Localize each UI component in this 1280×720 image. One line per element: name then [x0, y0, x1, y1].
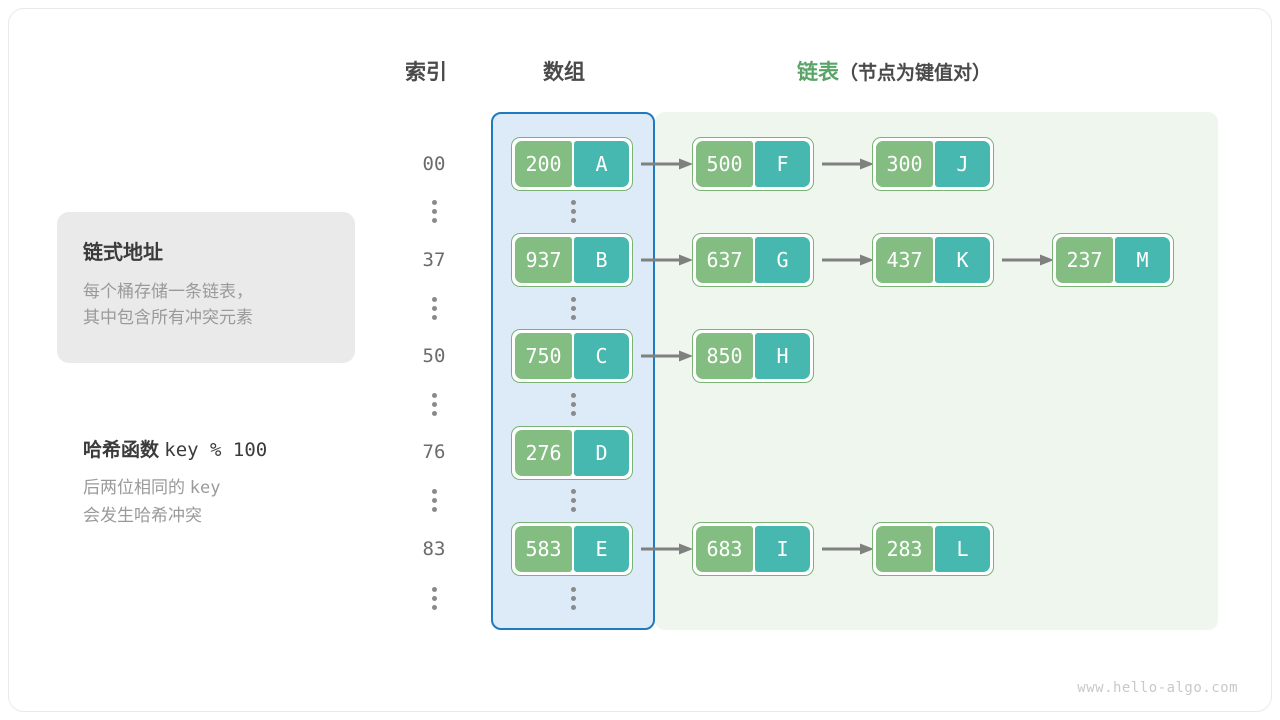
node-bucket-83-0[interactable]: 583 E: [511, 522, 633, 576]
hash-note-title: 哈希函数 key % 100: [83, 435, 383, 462]
node-bucket-76-0[interactable]: 276 D: [511, 426, 633, 480]
index-ellipsis-2: [431, 297, 437, 320]
hash-note-line1-mono: key: [189, 478, 221, 498]
node-value: H: [755, 333, 810, 379]
hash-note-body-line2: 会发生哈希冲突: [83, 506, 202, 526]
node-value: M: [1115, 237, 1170, 283]
index-ellipsis-5: [431, 587, 437, 610]
node-key: 500: [696, 141, 753, 187]
hash-note-expression: key % 100: [164, 439, 268, 461]
node-key: 276: [515, 430, 572, 476]
node-value: D: [574, 430, 629, 476]
header-linked-list: 链表（节点为键值对）: [797, 56, 991, 86]
node-bucket-37-2[interactable]: 437 K: [872, 233, 994, 287]
note-card-body-line1: 每个桶存储一条链表，: [83, 282, 253, 301]
arrow-bucket-00-1: [822, 157, 874, 171]
node-bucket-00-1[interactable]: 500 F: [692, 137, 814, 191]
array-ellipsis-5: [570, 587, 576, 610]
index-label-76: 76: [422, 441, 446, 463]
note-card-title: 链式地址: [83, 242, 163, 264]
hash-note-body: 后两位相同的 key 会发生哈希冲突: [83, 474, 383, 529]
arrow-bucket-83-1: [822, 542, 874, 556]
node-key: 637: [696, 237, 753, 283]
node-bucket-50-0[interactable]: 750 C: [511, 329, 633, 383]
array-ellipsis-4: [570, 489, 576, 512]
header-array: 数组: [543, 61, 585, 84]
index-ellipsis-3: [431, 393, 437, 416]
node-bucket-37-1[interactable]: 637 G: [692, 233, 814, 287]
node-value: E: [574, 526, 629, 572]
hash-note-title-label: 哈希函数: [83, 440, 160, 461]
arrow-bucket-37-2: [1002, 253, 1054, 267]
index-label-83: 83: [422, 538, 446, 560]
arrow-bucket-83-0: [641, 542, 693, 556]
node-value: B: [574, 237, 629, 283]
hash-note-body-line1: 后两位相同的 key: [83, 474, 383, 502]
array-ellipsis-1: [570, 200, 576, 223]
node-value: C: [574, 333, 629, 379]
node-bucket-37-0[interactable]: 937 B: [511, 233, 633, 287]
node-value: J: [935, 141, 990, 187]
node-value: G: [755, 237, 810, 283]
index-label-37: 37: [422, 249, 446, 271]
index-label-50: 50: [422, 345, 446, 367]
arrow-bucket-50-0: [641, 349, 693, 363]
note-card-body-line2: 其中包含所有冲突元素: [83, 308, 253, 328]
arrow-bucket-00-0: [641, 157, 693, 171]
node-key: 750: [515, 333, 572, 379]
node-value: A: [574, 141, 629, 187]
node-key: 850: [696, 333, 753, 379]
node-value: K: [935, 237, 990, 283]
note-hash-function: 哈希函数 key % 100 后两位相同的 key 会发生哈希冲突: [83, 435, 383, 529]
node-value: F: [755, 141, 810, 187]
arrow-bucket-37-1: [822, 253, 874, 267]
node-key: 583: [515, 526, 572, 572]
node-key: 937: [515, 237, 572, 283]
node-value: I: [755, 526, 810, 572]
node-bucket-37-3[interactable]: 237 M: [1052, 233, 1174, 287]
index-ellipsis-1: [431, 200, 437, 223]
arrow-bucket-37-0: [641, 253, 693, 267]
hash-note-line1-prefix: 后两位相同的: [83, 478, 185, 497]
watermark: www.hello-algo.com: [1077, 680, 1238, 696]
node-bucket-00-2[interactable]: 300 J: [872, 137, 994, 191]
header-linked-list-main: 链表: [797, 61, 839, 84]
node-bucket-00-0[interactable]: 200 A: [511, 137, 633, 191]
array-ellipsis-3: [570, 393, 576, 416]
header-index: 索引: [405, 61, 447, 84]
node-key: 200: [515, 141, 572, 187]
node-bucket-50-1[interactable]: 850 H: [692, 329, 814, 383]
node-key: 300: [876, 141, 933, 187]
node-value: L: [935, 526, 990, 572]
node-key: 437: [876, 237, 933, 283]
note-card-chaining: 链式地址 每个桶存储一条链表， 其中包含所有冲突元素: [57, 212, 355, 363]
index-ellipsis-4: [431, 489, 437, 512]
node-bucket-83-1[interactable]: 683 I: [692, 522, 814, 576]
index-label-00: 00: [422, 153, 446, 175]
header-linked-list-sub: （节点为键值对）: [839, 63, 992, 84]
node-key: 237: [1056, 237, 1113, 283]
node-bucket-83-2[interactable]: 283 L: [872, 522, 994, 576]
node-key: 283: [876, 526, 933, 572]
note-card-body: 每个桶存储一条链表， 其中包含所有冲突元素: [83, 279, 329, 332]
array-ellipsis-2: [570, 297, 576, 320]
node-key: 683: [696, 526, 753, 572]
